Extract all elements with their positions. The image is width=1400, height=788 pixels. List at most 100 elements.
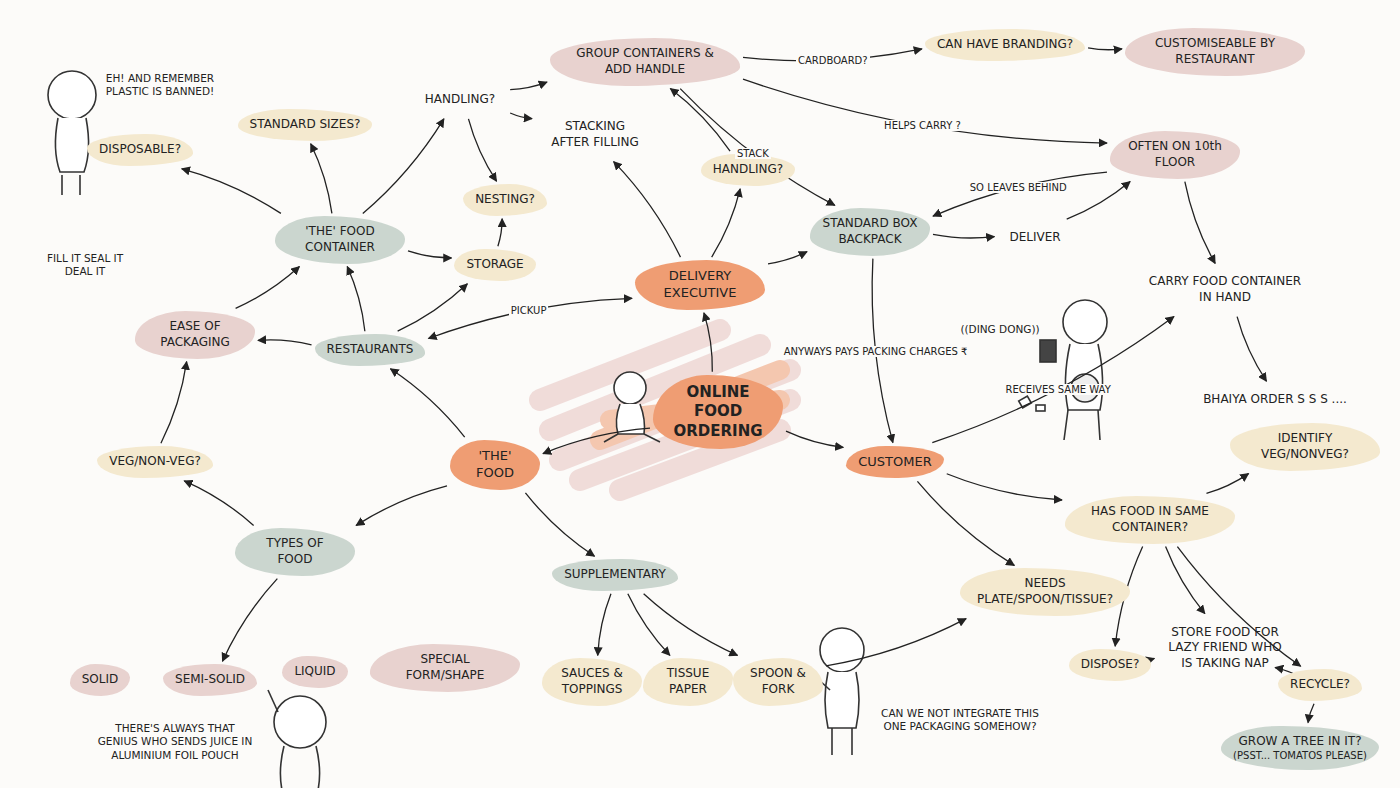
blob-node: HAS FOOD IN SAME CONTAINER? xyxy=(1065,496,1235,543)
node-text: SEMI-SOLID xyxy=(175,672,245,688)
connector xyxy=(1088,48,1122,50)
connector xyxy=(1206,474,1248,494)
connector xyxy=(1308,704,1314,723)
node-text: STACKING AFTER FILLING xyxy=(547,119,643,150)
connector xyxy=(428,298,632,338)
node-text: STANDARD BOX BACKPACK xyxy=(822,216,918,247)
node-text: CUSTOMER xyxy=(858,454,931,471)
connector xyxy=(644,594,738,656)
edge-label: HELPS CARRY ? xyxy=(882,120,963,131)
blob-node: NEEDS PLATE/SPOON/TISSUE? xyxy=(960,568,1130,615)
blob-node: IDENTIFY VEG/NONVEG? xyxy=(1230,423,1380,470)
connector xyxy=(628,594,670,656)
blob-node: SUPPLEMENTARY xyxy=(552,559,678,591)
node-text: HANDLING? xyxy=(425,92,495,108)
connector xyxy=(258,340,312,345)
node-text: CUSTOMISEABLE BY RESTAURANT xyxy=(1137,36,1293,67)
node-text: STORE FOOD FOR LAZY FRIEND WHO IS TAKING… xyxy=(1162,625,1288,672)
connector xyxy=(1067,182,1130,220)
blob-node: NESTING? xyxy=(463,184,547,216)
node-text: LIQUID xyxy=(294,664,335,680)
connector xyxy=(704,313,712,372)
connector xyxy=(356,486,447,526)
node-text: DISPOSE? xyxy=(1081,657,1140,673)
connector xyxy=(598,594,611,656)
blob-node: LIQUID xyxy=(282,656,347,688)
node-text: DELIVER xyxy=(1009,230,1060,246)
connector xyxy=(510,113,532,119)
figure-top-left xyxy=(48,71,96,195)
node-text: EASE OF PACKAGING xyxy=(147,319,243,350)
blob-node: SPECIAL FORM/SHAPE xyxy=(370,644,520,691)
connector xyxy=(311,144,332,214)
connector xyxy=(161,362,187,444)
blob-node: CUSTOMER xyxy=(846,446,943,479)
connector xyxy=(543,428,650,453)
blob-node: CAN HAVE BRANDING? xyxy=(925,29,1085,61)
note-label: FILL IT SEAL IT DEAL IT xyxy=(43,252,128,278)
connector xyxy=(222,579,277,662)
connector xyxy=(510,82,547,90)
blob-node: TISSUE PAPER xyxy=(643,658,733,705)
plain-node: STACKING AFTER FILLING xyxy=(535,111,655,158)
node-text: GROW A TREE IN IT? xyxy=(1233,734,1367,750)
node-text: HAS FOOD IN SAME CONTAINER? xyxy=(1077,504,1223,535)
connector xyxy=(826,619,966,666)
edge-label: PICKUP xyxy=(509,305,549,316)
node-text: SPOON & FORK xyxy=(745,666,811,697)
blob-node: TYPES OF FOOD xyxy=(235,528,355,575)
blob-node: DISPOSABLE? xyxy=(87,134,193,166)
blob-node: EASE OF PACKAGING xyxy=(135,311,255,358)
connector xyxy=(184,481,253,526)
connector xyxy=(1237,317,1266,382)
node-note: (PSST... TOMATOS PLEASE) xyxy=(1233,749,1367,762)
blob-node: 'THE' FOOD CONTAINER xyxy=(275,216,405,263)
note-label: CAN WE NOT INTEGRATE THIS ONE PACKAGING … xyxy=(870,707,1050,733)
node-text: CARRY FOOD CONTAINER IN HAND xyxy=(1142,274,1308,305)
node-text: CAN HAVE BRANDING? xyxy=(937,37,1073,53)
node-text: DISPOSABLE? xyxy=(99,142,181,158)
connector xyxy=(712,189,741,257)
blob-node: DISPOSE? xyxy=(1069,649,1152,681)
connector xyxy=(182,169,281,214)
blob-node: DELIVERY EXECUTIVE xyxy=(635,260,765,310)
node-text: 'THE' FOOD xyxy=(462,448,528,482)
blob-node: CUSTOMISEABLE BY RESTAURANT xyxy=(1125,28,1305,75)
blob-node: 'THE' FOOD xyxy=(450,440,540,490)
connector xyxy=(363,119,444,214)
connector xyxy=(468,119,496,181)
connector xyxy=(786,431,843,447)
plain-node: BHAIYA ORDER S S S .... xyxy=(1191,384,1359,416)
node-text: IDENTIFY VEG/NONVEG? xyxy=(1242,431,1368,462)
center-scribble xyxy=(540,330,790,490)
note-label: ((DING DONG)) xyxy=(960,323,1039,336)
node-text: SOLID xyxy=(82,672,119,688)
note-label: THERE'S ALWAYS THAT GENIUS WHO SENDS JUI… xyxy=(95,722,255,761)
plain-node: DELIVER xyxy=(997,222,1072,254)
connector xyxy=(743,79,1107,143)
blob-node: RESTAURANTS xyxy=(315,334,426,366)
connector xyxy=(390,369,464,437)
blob-node: STANDARD SIZES? xyxy=(238,109,373,141)
blob-node: SAUCES & TOPPINGS xyxy=(542,658,642,705)
blob-node: SOLID xyxy=(70,664,131,696)
edge-label: ANYWAYS PAYS PACKING CHARGES ₹ xyxy=(782,346,970,357)
connector xyxy=(932,317,1174,443)
connector xyxy=(1185,182,1215,264)
connector xyxy=(236,267,300,309)
connector xyxy=(933,234,994,238)
connector xyxy=(614,162,681,258)
figure-bottom xyxy=(268,690,326,788)
node-text: STORAGE xyxy=(466,257,523,273)
node-text: NESTING? xyxy=(475,192,535,208)
blob-node: STANDARD BOX BACKPACK xyxy=(810,208,930,255)
node-text: DELIVERY EXECUTIVE xyxy=(647,268,753,302)
node-text: RECYCLE? xyxy=(1290,677,1350,693)
node-text: TISSUE PAPER xyxy=(655,666,721,697)
blob-node: RECYCLE? xyxy=(1278,669,1362,701)
node-text: BHAIYA ORDER S S S .... xyxy=(1203,392,1347,408)
figure-center xyxy=(604,372,660,442)
note-label: EH! AND REMEMBER PLASTIC IS BANNED! xyxy=(100,72,220,98)
connector xyxy=(670,89,730,152)
node-text: SUPPLEMENTARY xyxy=(564,567,666,583)
